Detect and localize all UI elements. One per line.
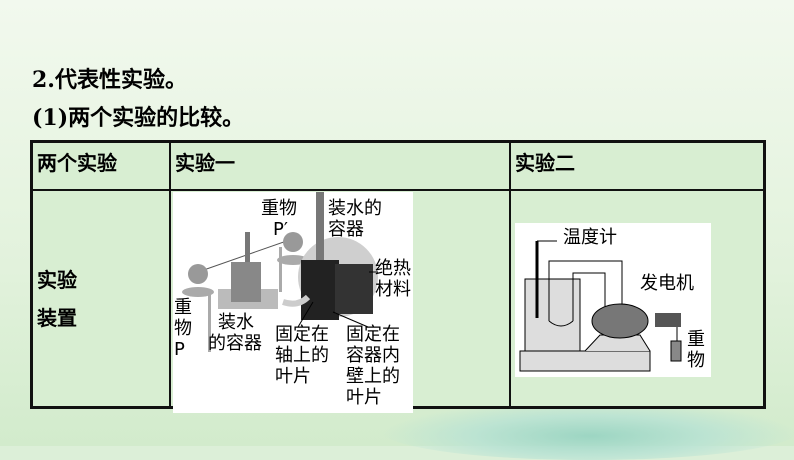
experiment2-apparatus-image: 温度计 发电机 重物 <box>515 223 711 377</box>
label-water-container-top: 装水的容器 <box>328 198 382 240</box>
label-generator: 发电机 <box>640 273 694 294</box>
label-water-container: 装水的容器 <box>208 312 262 354</box>
label-thermometer: 温度计 <box>563 227 617 248</box>
row-label-line: 实验 <box>37 267 77 292</box>
decorative-swirl <box>380 400 794 460</box>
label-wall-blades: 固定在容器内壁上的叶片 <box>346 324 400 408</box>
header-cell: 实验二 <box>509 140 766 191</box>
row-label: 实验 装置 <box>30 189 171 409</box>
header-cell: 实验一 <box>169 140 511 191</box>
label-axis-blades: 固定在轴上的叶片 <box>275 324 329 387</box>
label-insulation: 绝热材料 <box>375 258 411 300</box>
header-cell: 两个实验 <box>30 140 171 191</box>
section-heading: 2.代表性实验。 <box>32 67 187 93</box>
experiment2-cell: 温度计 发电机 重物 <box>509 189 766 409</box>
sub-heading: (1)两个实验的比较。 <box>32 105 245 131</box>
label-weight: 重物 <box>687 329 705 371</box>
row-label-line: 装置 <box>37 305 77 330</box>
